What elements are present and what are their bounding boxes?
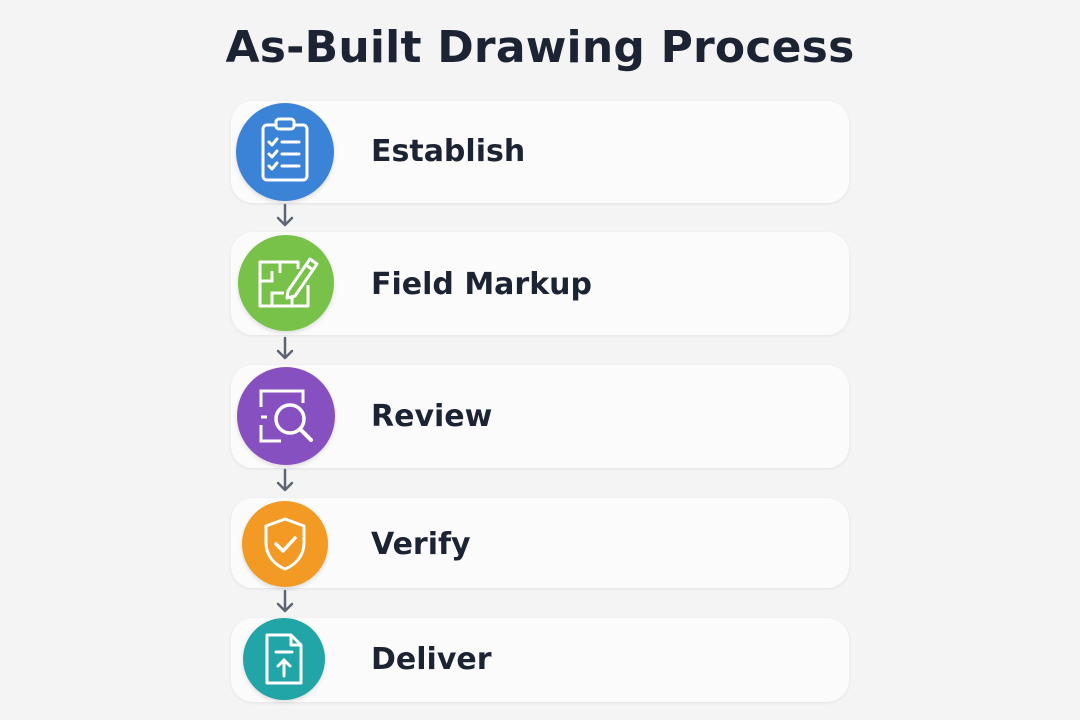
step-card-field-markup xyxy=(231,232,849,335)
step-circle-verify xyxy=(242,501,328,587)
step-circle-deliver xyxy=(243,618,325,700)
step-label-review: Review xyxy=(371,399,493,434)
step-circle-field-markup xyxy=(238,235,334,331)
shield-check-icon xyxy=(264,517,306,571)
step-circle-establish xyxy=(236,103,334,201)
floorplan-pencil-icon xyxy=(258,257,319,308)
step-label-establish: Establish xyxy=(371,134,526,169)
step-card-verify xyxy=(231,498,849,588)
diagram-title: As-Built Drawing Process xyxy=(225,22,855,73)
document-upload-icon xyxy=(265,633,303,685)
arrow-down-icon xyxy=(276,203,294,227)
step-label-verify: Verify xyxy=(371,527,471,562)
step-label-deliver: Deliver xyxy=(371,642,492,677)
step-circle-review xyxy=(237,367,335,465)
arrow-down-icon xyxy=(276,589,294,613)
step-card-deliver xyxy=(231,618,849,702)
arrow-down-icon xyxy=(276,336,294,360)
step-card-establish xyxy=(231,101,849,203)
step-label-field-markup: Field Markup xyxy=(371,267,593,302)
magnifier-plan-icon xyxy=(259,389,313,443)
clipboard-checklist-icon xyxy=(261,117,309,182)
arrow-down-icon xyxy=(276,468,294,492)
